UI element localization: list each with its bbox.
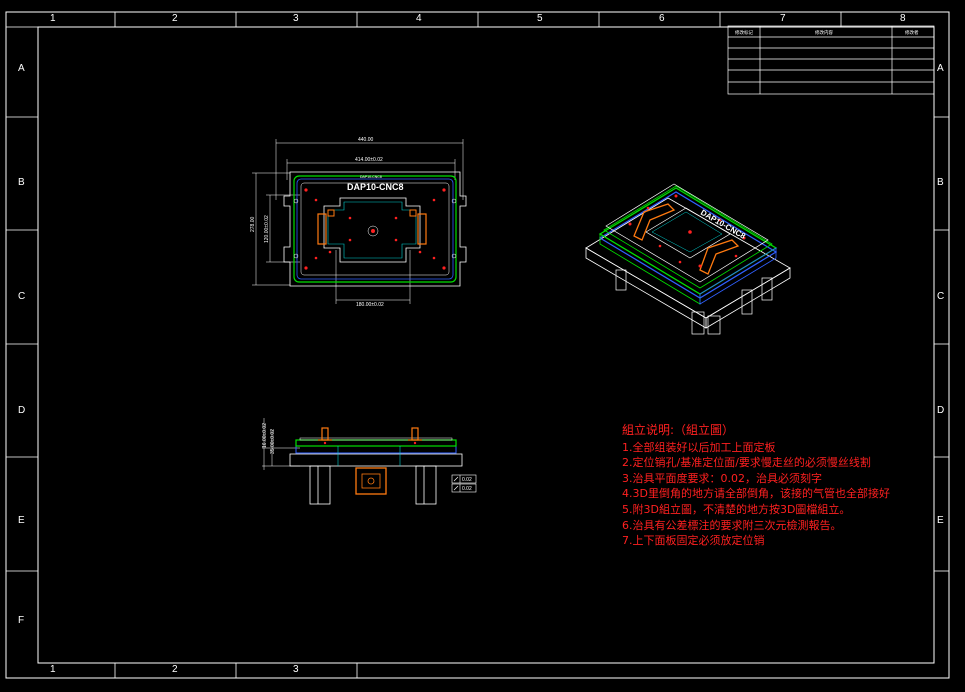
zone-col-5: 5 (537, 13, 543, 24)
zone-row-e-left: E (18, 515, 25, 526)
top-view-part-label: DAP10-CNC8 (347, 182, 404, 192)
zone-row-b-left: B (18, 177, 25, 188)
zone-row-b-right: B (937, 177, 944, 188)
zone-row-f-left: F (18, 615, 25, 626)
zone-col-2: 2 (172, 13, 178, 24)
flatness-callout-2: 0.02 (462, 486, 472, 492)
zone-row-e-right: E (937, 515, 944, 526)
zone-row-c-right: C (937, 291, 945, 302)
title-block-grid (727, 25, 935, 95)
zone-col-8: 8 (900, 13, 906, 24)
isometric-view: DAP10-CNC8 (585, 183, 791, 335)
zone-col-1: 1 (50, 13, 56, 24)
zone-row-d-right: D (937, 405, 945, 416)
zone-col-3: 3 (293, 13, 299, 24)
outer-frame (5, 11, 950, 679)
side-dim-b: 35.00±0.02 (270, 429, 276, 454)
note-item-1: 1.全部组装好以后加工上面定板 (622, 440, 776, 454)
zone-row-a-right: A (937, 63, 944, 74)
zone-row-c-left: C (18, 291, 26, 302)
zone-bottom-col-2: 2 (172, 664, 178, 675)
note-item-7: 7.上下面板固定必须放定位销 (622, 534, 765, 548)
top-view-small-label: DAP10-CNC8 (360, 175, 382, 179)
flatness-callout-1: 0.02 (462, 477, 472, 483)
zone-col-6: 6 (659, 13, 665, 24)
top-zone-dividers (6, 12, 949, 678)
dim-inner-width: 414.00±0.02 (355, 157, 383, 163)
title-block-header-mark: 修改标记 (735, 29, 753, 36)
title-block-header-modifier: 修改者 (905, 29, 919, 36)
top-view: 440.00 414.00±0.02 180.00±0.02 278.00 12… (250, 137, 467, 308)
zone-bottom-col-3: 3 (293, 664, 299, 675)
side-view: 16.00±0.02 35.00±0.02 (262, 418, 477, 505)
note-item-6: 6.治具有公差標注的要求附三次元檢測報告。 (622, 518, 842, 532)
notes-title: 組立说明:（組立圖） (622, 423, 735, 437)
note-item-4: 4.3D里倒角的地方请全部倒角，该接的气管也全部接好 (622, 487, 890, 501)
note-item-2: 2.定位销孔/基准定位面/要求慢走丝的必须慢丝线割 (622, 456, 871, 470)
zone-col-7: 7 (780, 13, 786, 24)
dim-overall-width: 440.00 (358, 137, 374, 143)
note-item-3: 3.治具平面度要求：0.02，治具必须刻字 (622, 471, 822, 485)
side-dim-a: 16.00±0.02 (262, 423, 268, 448)
dim-bottom-width: 180.00±0.02 (356, 302, 384, 308)
dim-height: 278.00 (250, 216, 256, 232)
zone-row-a-left: A (18, 63, 25, 74)
title-block-header-content: 修改内容 (815, 29, 833, 36)
zone-bottom-col-1: 1 (50, 664, 56, 675)
note-item-5: 5.附3D組立圖，不清楚的地方按3D圖檔組立。 (622, 502, 851, 516)
assembly-notes: 組立说明:（組立圖） 1.全部组装好以后加工上面定板 2.定位销孔/基准定位面/… (622, 423, 890, 549)
dim-inner-height: 120.00±0.02 (264, 215, 270, 243)
zone-row-d-left: D (18, 405, 26, 416)
zone-col-4: 4 (416, 13, 422, 24)
inner-frame (37, 26, 935, 664)
